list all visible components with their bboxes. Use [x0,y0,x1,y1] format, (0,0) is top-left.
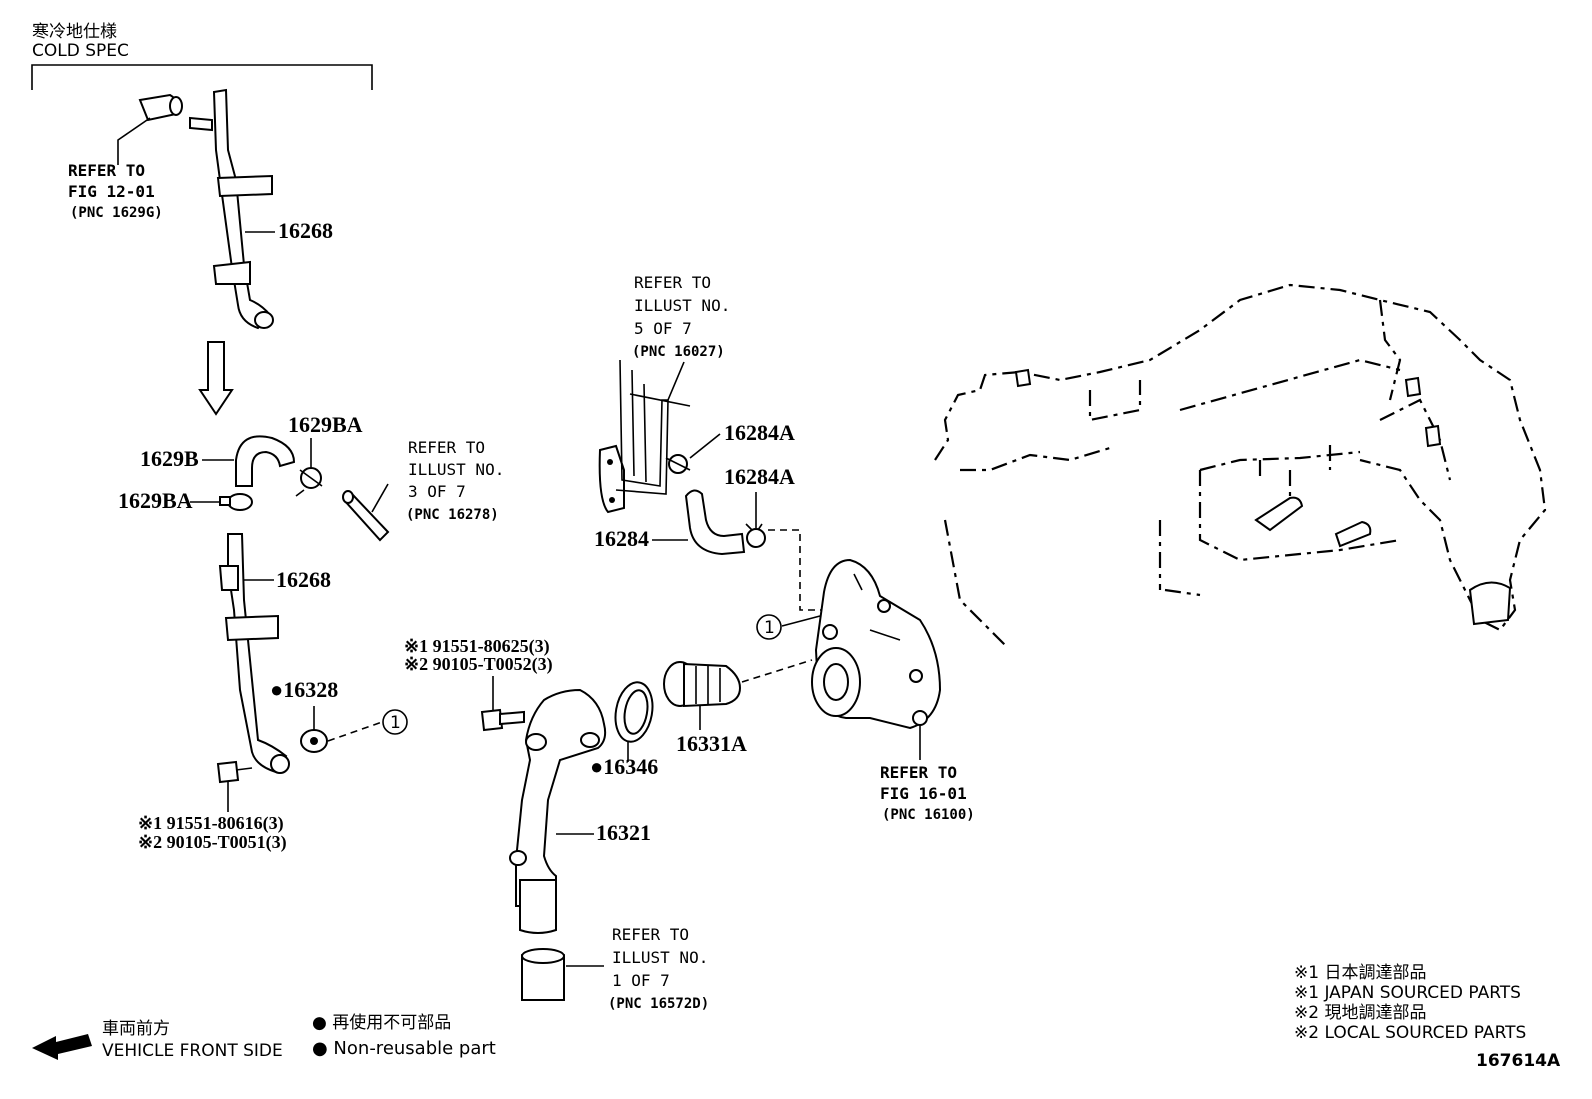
leader-marker-right [781,615,821,627]
svg-text:ILLUST NO.: ILLUST NO. [612,948,708,967]
bolt-lower-left-1: ※1 91551-80616(3) [138,813,284,834]
water-pump-16100 [811,558,942,730]
bolt-center [480,708,525,732]
clamp-1629BA-upper [295,467,323,497]
legend-source-2-jp: ※2 現地調達部品 [1294,1003,1426,1023]
svg-text:1: 1 [764,618,775,638]
svg-text:ILLUST NO.: ILLUST NO. [408,460,504,479]
cold-spec-bracket [31,64,373,90]
legend-nonreuse-en: ● Non-reusable part [312,1038,496,1059]
vehicle-front-arrow-icon [32,1034,92,1060]
legend-source-2-en: ※2 LOCAL SOURCED PARTS [1294,1023,1526,1043]
refer-illust-1-of-7: REFER TO ILLUST NO. 1 OF 7 (PNC 16572D) [608,925,709,1012]
svg-text:1: 1 [390,713,401,733]
part-16284A-upper: 16284A [724,420,795,445]
bolt-lower-left-2: ※2 90105-T0051(3) [138,832,287,853]
pipe-16572D [521,948,565,1001]
legend-front-en: VEHICLE FRONT SIDE [102,1041,283,1061]
cold-spec-hose-end [117,93,183,165]
svg-text:FIG 16-01: FIG 16-01 [880,784,967,803]
hose-end-16278 [342,483,390,542]
down-arrow-icon [198,341,234,416]
thermostat-16331A [663,661,742,708]
part-16284A-lower: 16284A [724,464,795,489]
gasket-16328 [300,729,328,753]
svg-text:ILLUST NO.: ILLUST NO. [634,296,730,315]
part-16268-lower: 16268 [276,567,331,592]
bypass-pipe-16027 [598,359,691,514]
refer-illust-5-of-7: REFER TO ILLUST NO. 5 OF 7 (PNC 16027) [632,273,730,360]
hose-1629B [235,435,296,487]
svg-text:(PNC 16027): (PNC 16027) [632,344,725,360]
legend-source-1-en: ※1 JAPAN SOURCED PARTS [1294,983,1521,1003]
svg-text:(PNC 16100): (PNC 16100) [882,807,975,823]
svg-text:1 OF 7: 1 OF 7 [612,971,670,990]
leader-16284A-upper [689,433,721,459]
cold-spec-pipe-16268 [189,88,274,330]
part-1629BA-upper: 1629BA [288,412,363,437]
circle-marker-left: 1 [382,709,408,735]
clamp-16284A-lower [745,523,766,548]
svg-text:(PNC 16278): (PNC 16278) [406,507,499,523]
clamp-1629BA-lower [219,493,253,511]
svg-text:5 OF 7: 5 OF 7 [634,319,692,338]
engine-outline [934,283,1547,646]
cold-spec-title-jp: 寒冷地仕様 [32,22,117,42]
svg-text:REFER TO: REFER TO [880,763,957,782]
bolt-lower-left [216,760,253,784]
part-16331A: 16331A [676,731,747,756]
svg-text:REFER TO: REFER TO [68,161,145,180]
hose-16284 [684,489,746,556]
refer-fig-16-01: REFER TO FIG 16-01 (PNC 16100) [880,763,975,823]
part-16268-top: 16268 [278,218,333,243]
dash-clamp-to-pump [768,529,824,611]
cold-spec-title-en: COLD SPEC [32,41,129,61]
refer-fig-12-01: REFER TO FIG 12-01 (PNC 1629G) [68,161,163,221]
circle-marker-right: 1 [756,614,782,640]
svg-text:(PNC 16572D): (PNC 16572D) [608,996,709,1012]
refer-illust-3-of-7: REFER TO ILLUST NO. 3 OF 7 (PNC 16278) [406,438,504,523]
svg-text:(PNC 1629G): (PNC 1629G) [70,205,163,221]
water-inlet-16321 [509,688,607,934]
part-1629B: 1629B [140,446,199,471]
svg-text:3 OF 7: 3 OF 7 [408,482,466,501]
dash-to-marker-left [327,721,383,742]
part-16328: ●16328 [270,677,338,702]
legend-nonreuse-jp: ● 再使用不可部品 [312,1012,451,1033]
legend-front-jp: 車両前方 [102,1019,170,1039]
part-1629BA-lower: 1629BA [118,488,193,513]
clamp-16284A-upper [665,454,691,474]
pipe-16268-lower [218,533,290,774]
figure-id: 167614A [1476,1051,1561,1071]
dash-thermostat-to-pump [741,659,813,683]
svg-text:REFER TO: REFER TO [408,438,485,457]
svg-text:REFER TO: REFER TO [612,925,689,944]
part-16284: 16284 [594,526,649,551]
legend-source-1-jp: ※1 日本調達部品 [1294,963,1426,983]
bolt-center-1: ※1 91551-80625(3) [404,636,550,657]
part-16321: 16321 [596,820,651,845]
part-16346: ●16346 [590,754,658,779]
gasket-16346 [614,681,654,743]
bolt-center-2: ※2 90105-T0052(3) [404,654,553,675]
svg-text:REFER TO: REFER TO [634,273,711,292]
svg-text:FIG 12-01: FIG 12-01 [68,182,155,201]
